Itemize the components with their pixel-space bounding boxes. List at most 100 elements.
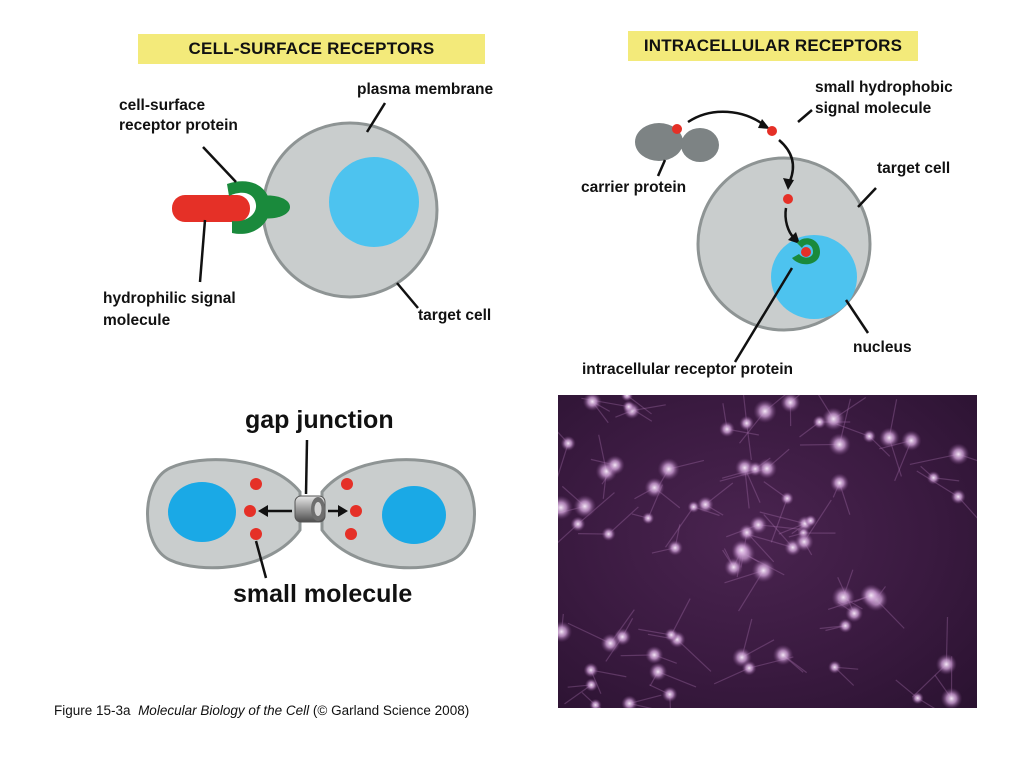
cell-body	[822, 407, 845, 431]
cell-body	[560, 435, 576, 451]
small-molecule-dot	[250, 528, 262, 540]
cell-body	[573, 495, 597, 518]
right-nucleus	[382, 486, 446, 544]
neurite	[558, 523, 579, 544]
receptor-anchor	[262, 195, 290, 219]
cell-body	[751, 558, 776, 583]
cell-body	[600, 633, 621, 653]
small-molecule-dot	[350, 505, 362, 517]
small-molecule-dot	[244, 505, 256, 517]
label-target-cell-surface: target cell	[418, 307, 492, 324]
intracellular-receptor-protein	[792, 238, 820, 265]
cell-body	[584, 678, 598, 692]
cell-surface-receptors-title: CELL-SURFACE RECEPTORS	[138, 34, 485, 64]
cell-body	[926, 471, 941, 485]
cell-surface-panel	[172, 102, 439, 309]
cell-body	[621, 695, 638, 708]
cell-body	[749, 515, 768, 534]
label-small-hydrophobic: small hydrophobic	[815, 79, 953, 96]
cell-body	[583, 662, 599, 678]
small-molecule-dot	[341, 478, 353, 490]
cell-body	[589, 698, 602, 708]
label-receptor-protein: receptor protein	[119, 117, 238, 134]
nucleus-surface	[329, 157, 419, 247]
cell-body	[794, 532, 814, 552]
cell-body	[622, 400, 635, 413]
neuron-micrograph	[558, 395, 977, 708]
cell-body	[644, 477, 665, 498]
neurite	[770, 498, 788, 543]
neurite	[577, 492, 615, 525]
label-target-cell-intracellular: target cell	[877, 160, 951, 177]
transport-arrow-1	[687, 110, 765, 127]
signal-dot-cytoplasm	[783, 194, 793, 204]
cell-body	[731, 539, 752, 561]
cell-body	[657, 458, 680, 481]
cell-body	[664, 628, 679, 642]
cell-body	[667, 540, 683, 556]
small-molecule-dot	[345, 528, 357, 540]
cell-body	[642, 512, 655, 525]
cell-body	[812, 415, 827, 429]
transport-arrow-2	[778, 139, 795, 182]
label-signal-molecule: signal molecule	[815, 100, 932, 117]
cell-body	[879, 427, 900, 448]
intracellular-receptors-title: INTRACELLULAR RECEPTORS	[628, 31, 918, 61]
label-hydrophilic-signal: hydrophilic signal	[103, 290, 236, 307]
signal-dot-bound	[801, 247, 811, 257]
cell-body	[780, 395, 801, 413]
label-small-molecule: small molecule	[233, 580, 413, 608]
caption-figure: Figure 15-3a	[54, 703, 131, 718]
cell-body	[845, 604, 864, 623]
cell-body	[935, 653, 957, 675]
label-hydrophilic-molecule: molecule	[103, 312, 171, 329]
cell-body	[804, 514, 817, 527]
cell-body	[756, 458, 778, 479]
cell-body	[829, 473, 850, 493]
cell-body	[645, 645, 664, 664]
cell-body	[911, 692, 924, 705]
neurite	[664, 506, 695, 548]
cell-body	[601, 527, 616, 542]
neurite	[670, 598, 691, 636]
cell-body	[772, 644, 794, 666]
caption-book: Molecular Biology of the Cell	[138, 703, 310, 718]
cell-body	[780, 491, 794, 505]
nucleus-intracellular	[771, 235, 857, 319]
label-carrier-protein: carrier protein	[581, 179, 687, 196]
label-plasma-membrane: plasma membrane	[357, 81, 494, 98]
cell-body	[739, 415, 755, 431]
cell-body	[753, 399, 777, 423]
left-nucleus	[168, 482, 236, 542]
cell-body	[687, 500, 700, 513]
cell-body	[831, 585, 856, 610]
cell-body	[697, 496, 714, 513]
signal-dot-carrier	[672, 124, 682, 134]
hydrophilic-signal-molecule	[172, 195, 250, 222]
cell-body	[570, 516, 586, 532]
cell-body	[558, 621, 573, 643]
label-cell-surface: cell-surface	[119, 97, 206, 114]
cell-body	[859, 584, 883, 607]
cell-body	[828, 433, 851, 456]
cell-body	[719, 421, 735, 438]
caption-publisher: (© Garland Science 2008)	[312, 703, 470, 718]
cell-body	[648, 662, 668, 681]
label-nucleus: nucleus	[853, 339, 912, 356]
cell-body	[862, 429, 876, 443]
cell-body	[947, 443, 970, 465]
cell-body	[747, 461, 763, 477]
cell-body	[940, 687, 963, 708]
cell-body	[620, 395, 634, 402]
cell-body	[838, 618, 853, 633]
cell-body	[661, 686, 678, 703]
signal-dot-outside	[767, 126, 777, 136]
carrier-protein-lobe	[681, 128, 719, 162]
label-intracellular-receptor-protein: intracellular receptor protein	[582, 361, 794, 378]
cell-body	[741, 660, 757, 676]
cell-body	[605, 455, 625, 475]
figure-caption: Figure 15-3a Molecular Biology of the Ce…	[54, 703, 469, 718]
cell-body	[582, 395, 602, 411]
cell-surface-receptor-protein	[227, 181, 271, 234]
